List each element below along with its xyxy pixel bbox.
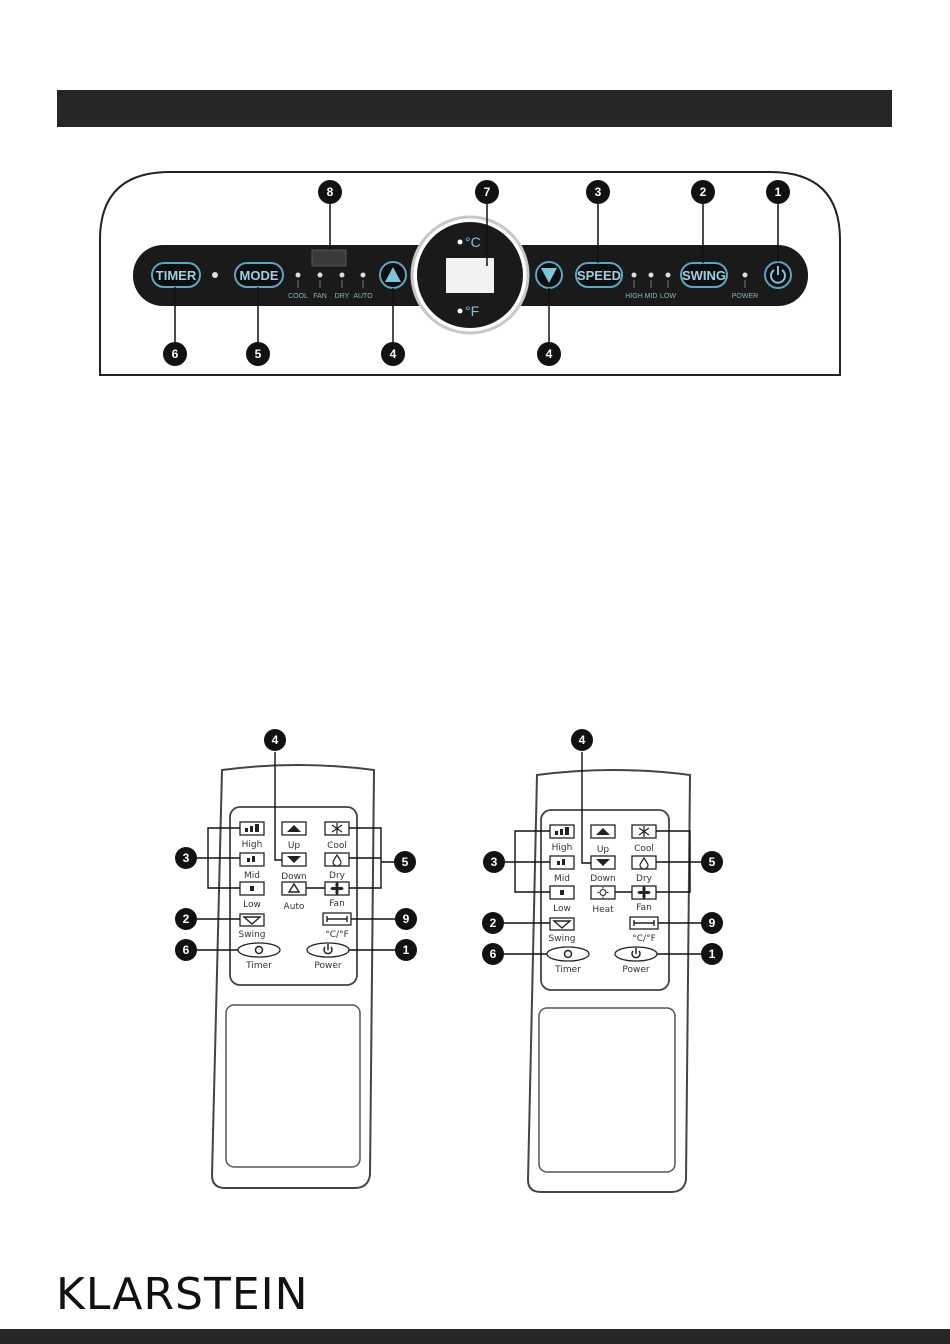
remote-b-callout-1: 1 [701,943,723,965]
remote-b-callout-3: 3 [483,851,505,873]
footer-bar [0,1329,950,1344]
remote-b-callout-6: 6 [482,943,504,965]
svg-text:9: 9 [709,916,716,930]
remote-b-unit-button[interactable] [630,917,658,929]
remote-b-heat-label: Heat [592,905,614,915]
svg-text:3: 3 [491,855,498,869]
remote-b-callout-4: 4 [571,729,593,751]
remote-b-swing-button[interactable] [550,918,574,930]
svg-text:5: 5 [709,855,716,869]
remote-b-timer-button[interactable] [547,947,589,961]
remote-b-power-button[interactable] [615,947,657,961]
remote-b-power-label: Power [622,965,650,975]
remote-b-cool-label: Cool [634,844,654,854]
remote-b-callout-9: 9 [701,912,723,934]
svg-text:6: 6 [490,947,497,961]
svg-text:1: 1 [709,947,716,961]
remote-b-low-button[interactable] [550,886,574,899]
remote-b-up-button[interactable] [591,825,615,838]
remote-b-low-label: Low [553,904,571,914]
remote-b-high-button[interactable] [550,825,574,838]
brand-logo: KLARSTEIN [56,1270,309,1320]
remote-b-timer-label: Timer [554,965,581,975]
svg-text:4: 4 [579,733,586,747]
remote-b-unit-label: °C/°F [632,934,656,944]
remote-b-mid-label: Mid [554,874,570,884]
remote-b-heat-button[interactable] [591,886,615,899]
remote-b-cool-button[interactable] [632,825,656,838]
remote-b-high-label: High [552,843,573,853]
remote-b-down-label: Down [590,874,616,884]
remote-b-lower-cover [539,1008,675,1172]
remote-b-swing-label: Swing [549,934,576,944]
remote-b-fan-label: Fan [636,903,652,913]
svg-text:2: 2 [490,916,497,930]
remote-b-fan-button[interactable] [632,886,656,899]
remote-b-dry-button[interactable] [632,856,656,869]
remote-b-dry-label: Dry [636,874,653,884]
remote-b-callout-5: 5 [701,851,723,873]
remote-b-callout-2: 2 [482,912,504,934]
remote-b-up-label: Up [597,845,610,855]
remote-b-down-button[interactable] [591,856,615,869]
remote-b-mid-button[interactable] [550,856,574,869]
